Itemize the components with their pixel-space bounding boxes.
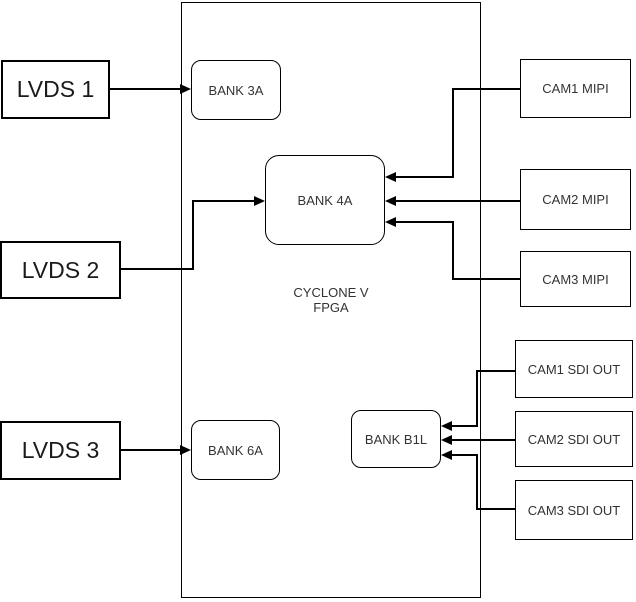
node-lvds-1-label: LVDS 1 xyxy=(16,76,95,102)
connector-cam1mipi-bank4a-v1 xyxy=(452,88,454,178)
connector-lvds1-bank3a-h1 xyxy=(110,88,182,90)
connector-cam2mipi-bank4a-h1 xyxy=(394,200,520,202)
node-bank-3a-label: BANK 3A xyxy=(208,82,264,98)
connector-cam2sdi-bankb1l-h1 xyxy=(451,439,515,441)
node-cam3-sdi-out: CAM3 SDI OUT xyxy=(515,480,633,540)
connector-lvds3-bank6a-h1 xyxy=(121,449,182,451)
node-lvds-1: LVDS 1 xyxy=(1,60,110,119)
node-bank-6a: BANK 6A xyxy=(191,420,280,480)
connector-cam3mipi-bank4a-h1 xyxy=(452,278,520,280)
connector-cam1mipi-bank4a-h2 xyxy=(394,176,454,178)
node-bank-b1l: BANK B1L xyxy=(351,410,441,468)
node-cam1-sdi-out: CAM1 SDI OUT xyxy=(515,340,633,398)
node-bank-4a: BANK 4A xyxy=(265,155,385,245)
arrowhead-lvds2-bank4a xyxy=(254,196,265,206)
node-bank-b1l-label: BANK B1L xyxy=(364,431,428,447)
node-cam3-mipi: CAM3 MIPI xyxy=(520,251,631,307)
connector-cam3sdi-bankb1l-h2 xyxy=(451,454,478,456)
node-cam3-sdi-out-label: CAM3 SDI OUT xyxy=(527,502,621,518)
node-cam3-mipi-label: CAM3 MIPI xyxy=(542,271,609,287)
node-bank-4a-label: BANK 4A xyxy=(297,192,353,208)
arrowhead-lvds3-bank6a xyxy=(180,445,191,455)
connector-cam3sdi-bankb1l-h1 xyxy=(476,508,515,510)
connector-cam3mipi-bank4a-h2 xyxy=(394,221,454,223)
node-lvds-2: LVDS 2 xyxy=(0,241,121,299)
node-cam2-sdi-out: CAM2 SDI OUT xyxy=(515,411,633,467)
arrowhead-cam2mipi-bank4a xyxy=(385,196,396,206)
arrowhead-cam3mipi-bank4a xyxy=(385,217,396,227)
fpga-label-line1: CYCLONE V xyxy=(293,285,369,300)
fpga-label-line2: FPGA xyxy=(313,300,349,315)
connector-cam1sdi-bankb1l-h2 xyxy=(451,425,478,427)
fpga-boundary xyxy=(181,2,481,598)
node-cam2-sdi-out-label: CAM2 SDI OUT xyxy=(527,431,621,447)
node-cam2-mipi-label: CAM2 MIPI xyxy=(542,192,609,207)
arrowhead-cam2sdi-bankb1l xyxy=(441,435,452,445)
node-cam1-mipi-label: CAM1 MIPI xyxy=(542,81,609,96)
node-lvds-2-label: LVDS 2 xyxy=(21,256,100,283)
connector-lvds2-bank4a-v1 xyxy=(192,200,194,270)
connector-lvds2-bank4a-h1 xyxy=(121,268,194,270)
node-bank-6a-label: BANK 6A xyxy=(208,442,263,458)
node-cam1-mipi: CAM1 MIPI xyxy=(520,59,631,118)
connector-lvds2-bank4a-h2 xyxy=(193,200,255,202)
node-cam1-sdi-out-label: CAM1 SDI OUT xyxy=(527,361,621,377)
node-lvds-3: LVDS 3 xyxy=(0,421,121,480)
connector-cam1sdi-bankb1l-v1 xyxy=(476,370,478,427)
arrowhead-cam3sdi-bankb1l xyxy=(441,450,452,460)
arrowhead-cam1sdi-bankb1l xyxy=(441,421,452,431)
connector-cam1sdi-bankb1l-h1 xyxy=(476,370,515,372)
connector-cam1mipi-bank4a-h1 xyxy=(452,88,520,90)
node-lvds-3-label: LVDS 3 xyxy=(21,437,100,463)
fpga-label: CYCLONE V FPGA xyxy=(256,285,406,315)
arrowhead-cam1mipi-bank4a xyxy=(385,172,396,182)
node-cam2-mipi: CAM2 MIPI xyxy=(520,169,631,230)
connector-cam3mipi-bank4a-v1 xyxy=(452,221,454,280)
arrowhead-lvds1-bank3a xyxy=(180,84,191,94)
node-bank-3a: BANK 3A xyxy=(191,60,281,120)
connector-cam3sdi-bankb1l-v1 xyxy=(476,454,478,510)
